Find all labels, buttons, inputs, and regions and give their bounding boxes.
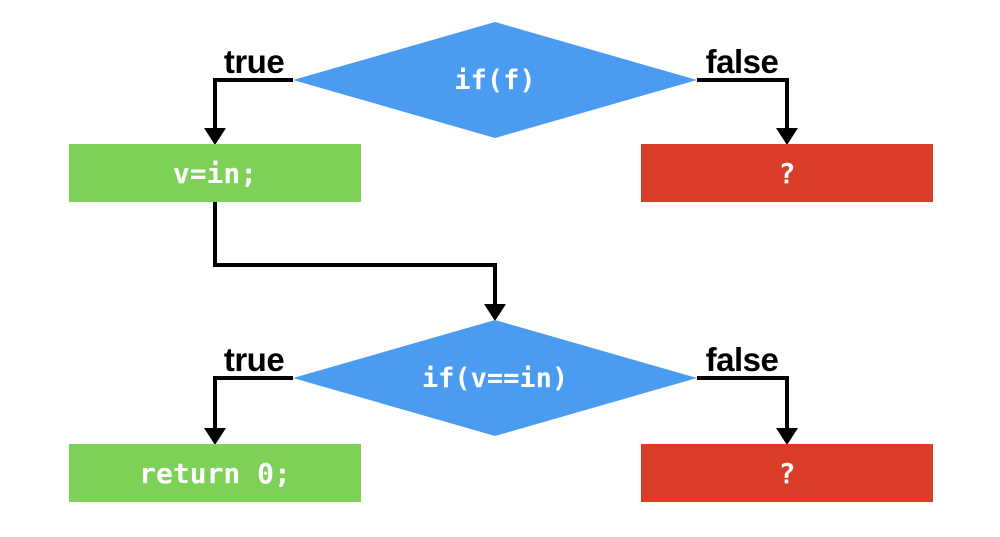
error-node-top-right: ? [641,144,933,202]
edge-label-false-top: false [705,43,779,80]
arrowhead-icon [776,428,798,445]
process-node-bottom-left-label: return 0; [139,456,291,490]
error-node-bottom-right-label: ? [778,456,796,490]
edge-label-true-bottom: true [223,341,285,378]
arrowhead-icon [776,128,798,145]
error-node-top-right-label: ? [778,156,796,190]
connector-false-bottom [697,376,789,430]
connector-true-top [213,78,293,130]
process-node-bottom-left: return 0; [69,444,361,502]
connector-true-bottom [213,376,293,430]
process-node-top-left: v=in; [69,144,361,202]
error-node-bottom-right: ? [641,444,933,502]
decision-node-bottom-label: if(v==in) [421,362,569,394]
edge-label-true-top: true [223,43,285,80]
arrowhead-icon [484,304,506,321]
connector-process-to-decision [213,202,497,306]
decision-node-top-label: if(f) [454,64,536,96]
arrowhead-icon [204,128,226,145]
edge-label-false-bottom: false [705,341,779,378]
arrowhead-icon [204,428,226,445]
connector-false-top [697,78,789,130]
process-node-top-left-label: v=in; [172,156,258,190]
